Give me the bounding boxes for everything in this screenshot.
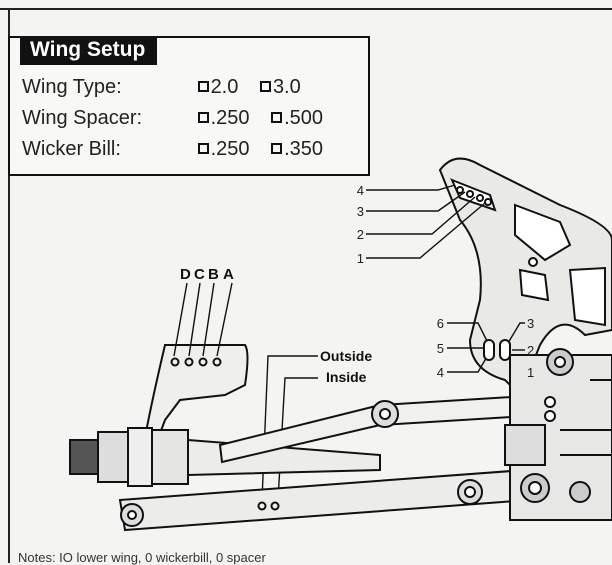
left-hole-label-6: 6 [437,316,444,331]
tower-hole-label-D: D [180,266,191,283]
tower-hole-label-B: B [208,266,219,283]
plate-cutout [568,266,606,327]
bulkhead-bolt [544,396,556,408]
arm-position-inside-label: Inside [326,369,367,385]
wing-spacer-row: Wing Spacer: .250 .500 [22,107,339,130]
wing-type-option-3[interactable]: 3.0 [259,76,301,99]
bulkhead-bolt [528,481,542,495]
tower-hole-label-C: C [194,266,205,283]
tower-hole-A [212,357,222,367]
checkbox-icon[interactable] [197,143,209,154]
wing-setup-panel: Wing Setup Wing Type: 2.0 3.0 Wing Space… [8,36,370,176]
wicker-bill-option-350[interactable]: .350 [271,138,323,161]
wing-hole-label-2: 2 [357,227,364,242]
wing-hole [476,194,484,202]
hole-slot-right [499,339,511,361]
tower-hole-B [198,357,208,367]
wing-type-label: Wing Type: [22,76,122,98]
wicker-bill-label: Wicker Bill: [22,138,121,160]
leader-line [366,191,466,212]
wing-hole-label-4: 4 [357,183,364,198]
tower-hole-label-A: A [223,266,234,283]
axle-carrier [151,429,189,485]
leader-line [447,322,489,344]
bulkhead-bolt [554,356,566,368]
bulkhead-bolt [569,481,591,503]
arm-hole-inside [270,501,280,511]
footer-notes: Notes: IO lower wing, 0 wickerbill, 0 sp… [18,550,266,565]
wing-hole [484,198,492,206]
bulkhead-block [504,424,546,466]
leader-line [173,282,188,357]
left-border [8,8,10,563]
wing-hole [456,186,464,194]
wing-type-row: Wing Type: 2.0 3.0 [22,76,317,99]
axle-bearing [127,427,153,487]
tower-hole-D [170,357,180,367]
arm-position-outside-label: Outside [320,348,372,364]
arm-pivot [464,486,476,498]
checkbox-icon[interactable] [271,143,283,154]
link-rod-end [379,408,391,420]
wing-hole [466,190,474,198]
wing-spacer-option-250[interactable]: .250 [197,107,250,130]
leader-line [507,322,525,344]
checkbox-icon[interactable] [197,112,209,123]
leader-line [366,202,486,259]
checkbox-icon[interactable] [259,81,271,92]
wicker-bill-row: Wicker Bill: .250 .350 [22,138,339,161]
tower-hole-C [184,357,194,367]
arm-pivot [127,510,137,520]
leader-line [216,282,233,357]
arm-hole-outside [257,501,267,511]
right-hole-label-3: 3 [527,316,534,331]
leader-line [202,282,215,357]
left-hole-label-4: 4 [437,365,444,380]
wing-hole-label-1: 1 [357,251,364,266]
left-hole-label-5: 5 [437,341,444,356]
right-hole-label-1: 1 [527,365,534,380]
wing-type-option-2[interactable]: 2.0 [197,76,238,99]
right-hole-label-2: 2 [527,343,534,358]
checkbox-icon[interactable] [271,112,283,123]
leader-line [366,196,476,235]
leader-line [366,184,456,191]
hole-slot-left [483,339,495,361]
plate-bolt [528,257,538,267]
wing-spacer-label: Wing Spacer: [22,107,143,129]
leader-line [188,282,201,357]
checkbox-icon[interactable] [197,81,209,92]
wing-setup-title: Wing Setup [20,36,158,65]
top-border [0,0,612,10]
bulkhead-rib [560,379,612,456]
bulkhead-bolt [544,410,556,422]
wing-spacer-option-500[interactable]: .500 [271,107,323,130]
wing-hole-label-3: 3 [357,204,364,219]
plate-cutout [514,203,572,262]
wicker-bill-option-250[interactable]: .250 [197,138,250,161]
axle-hub [97,431,129,483]
plate-cutout [518,268,550,302]
leader-line [447,354,489,373]
